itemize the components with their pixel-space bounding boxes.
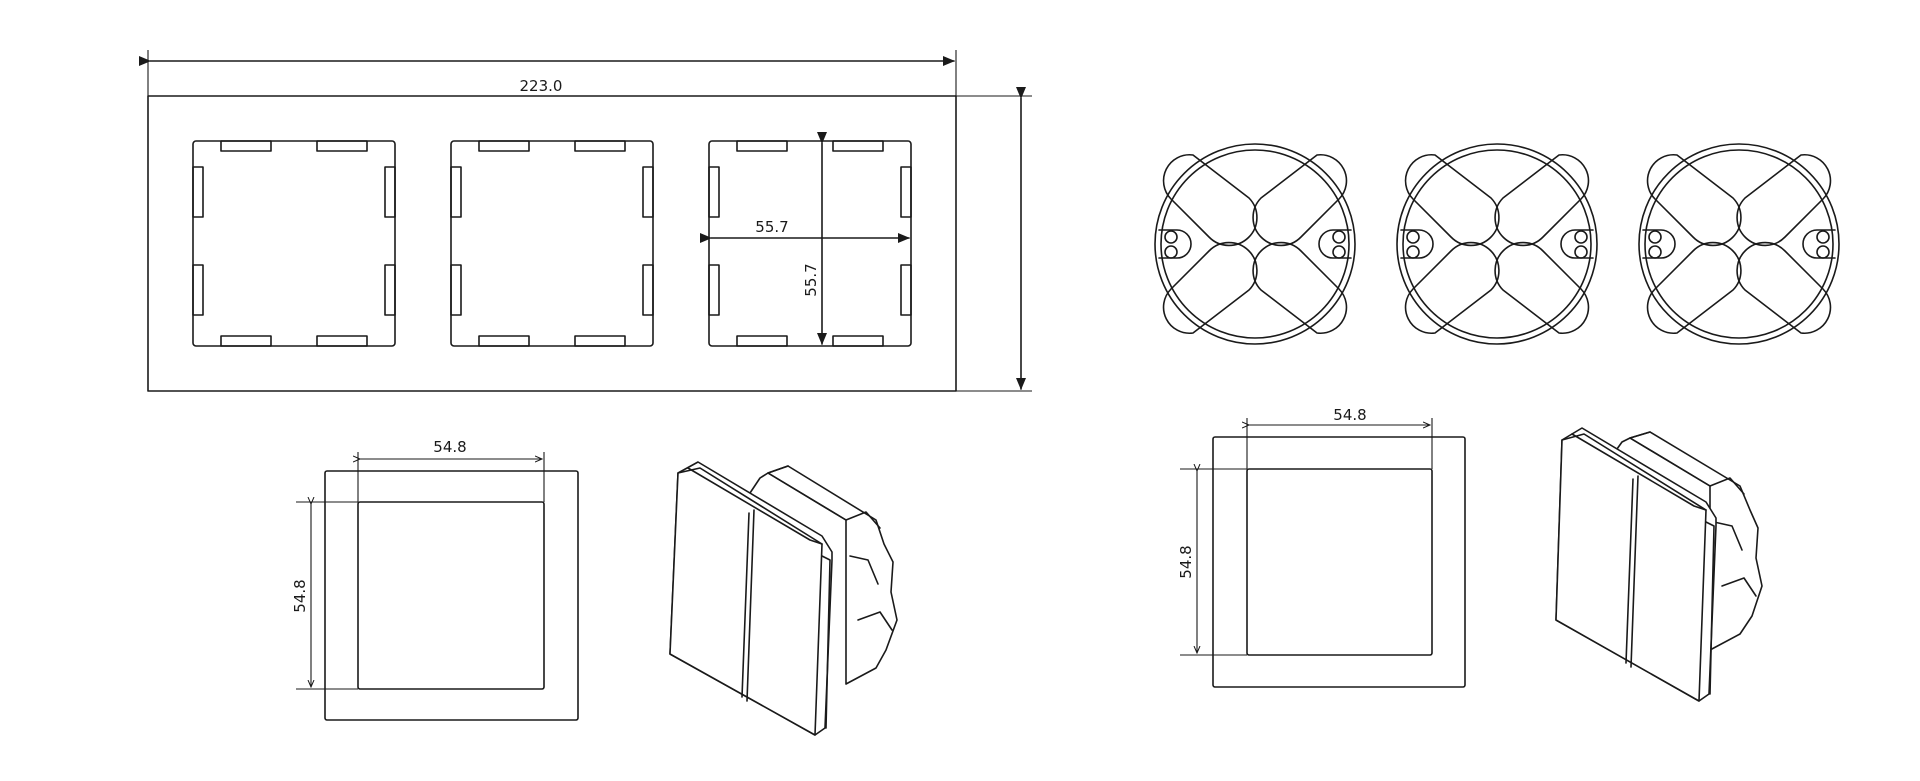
frame-width-dimension: 223.0 [139, 50, 957, 96]
frame-opening-2 [450, 140, 654, 347]
frame-opening-1 [192, 140, 396, 347]
module-right-width-label: 54.8 [1333, 406, 1366, 424]
opening-width-dimension: 55.7 [700, 218, 910, 243]
mounting-box-3 [1638, 143, 1840, 345]
frame-width-label: 223.0 [520, 77, 563, 95]
opening-height-label: 55.7 [802, 263, 820, 296]
switch-module-front-left: 54.8 54.8 [291, 438, 579, 721]
mounting-box-2 [1396, 143, 1598, 345]
switch-module-isometric-left [669, 461, 898, 736]
frame-outline [147, 95, 957, 392]
switch-module-isometric-right [1555, 427, 1763, 702]
mounting-box-1 [1154, 143, 1356, 345]
switch-module-front-right: 54.8 54.8 [1177, 406, 1466, 688]
module-left-width-label: 54.8 [433, 438, 466, 456]
triple-frame: 223.0 55.7 55.7 [139, 50, 1032, 392]
module-right-height-label: 54.8 [1177, 545, 1195, 578]
opening-width-label: 55.7 [755, 218, 788, 236]
opening-height-dimension: 55.7 [802, 132, 827, 345]
frame-height-dimension [956, 87, 1032, 392]
frame-opening-3 [708, 140, 912, 347]
module-left-height-label: 54.8 [291, 579, 309, 612]
